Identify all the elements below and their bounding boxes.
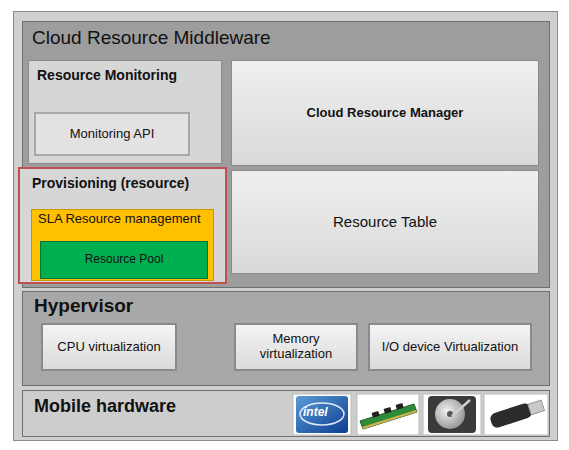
panel-heading: SLA Resource management bbox=[38, 212, 207, 227]
panel-heading: Resource Monitoring bbox=[37, 67, 213, 83]
monitoring-panel: Monitoring API Resource Monitoring bbox=[28, 60, 222, 164]
ram-icon bbox=[357, 394, 419, 435]
provisioning-panel: Resource Pool SLA Resource management Prov… bbox=[18, 167, 227, 284]
panel-heading: Hypervisor bbox=[34, 295, 538, 317]
api-box: Monitoring API bbox=[34, 112, 190, 156]
resource-pool-box: Resource Pool bbox=[40, 241, 208, 279]
panel-heading: Mobile hardware bbox=[34, 396, 538, 417]
sla-box: Resource Pool SLA Resource management bbox=[31, 209, 214, 281]
box-label: Resource Table bbox=[333, 213, 437, 230]
hypervisor-band: CPU virtualization Memory virtualization I… bbox=[22, 291, 550, 386]
memory-box: Memory virtualization bbox=[234, 323, 358, 371]
box-label: Resource Pool bbox=[85, 253, 164, 267]
resource-table-box: Resource Table bbox=[231, 170, 539, 274]
box-label: Monitoring API bbox=[70, 127, 155, 142]
usb-drive-icon bbox=[484, 394, 548, 435]
panel-heading: Cloud Resource Middleware bbox=[32, 27, 540, 49]
panel-heading: Provisioning (resource) bbox=[32, 175, 213, 191]
middleware-band: Monitoring APIResource MonitoringCloud R… bbox=[22, 21, 550, 288]
cpu-box: CPU virtualization bbox=[41, 323, 177, 371]
box-label: Memory virtualization bbox=[240, 332, 352, 362]
logo-text: intel bbox=[303, 405, 328, 419]
io-box: I/O device Virtualization bbox=[368, 323, 532, 371]
hard-disk-icon bbox=[423, 394, 481, 435]
box-label: CPU virtualization bbox=[57, 340, 160, 355]
box-label: I/O device Virtualization bbox=[382, 340, 518, 355]
manager-box: Cloud Resource Manager bbox=[231, 60, 539, 166]
box-label: Cloud Resource Manager bbox=[307, 106, 464, 121]
cpu-icon bbox=[293, 394, 351, 435]
